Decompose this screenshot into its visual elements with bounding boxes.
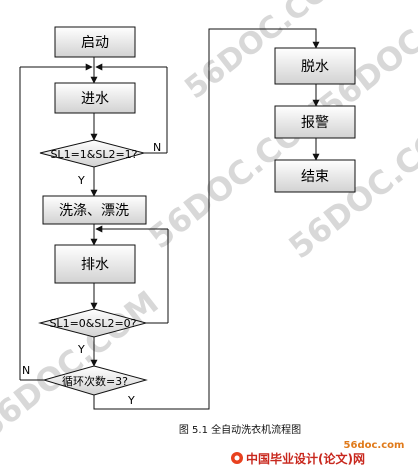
edge-label-empty-yes: Y <box>77 343 85 356</box>
edge-label-cycle-yes: Y <box>127 394 135 407</box>
node-fill-label: 进水 <box>81 91 109 107</box>
connectors <box>19 28 320 410</box>
decision-check-empty: SL1=0&SL2=0? <box>38 308 148 338</box>
edge-label-cycle-no: N <box>22 364 30 377</box>
edge-label-full-no: N <box>153 141 161 154</box>
decision-cycle: 循环次数=3? <box>42 365 148 396</box>
node-end: 结束 <box>274 159 356 193</box>
edge-labels: N Y Y N Y <box>22 141 161 407</box>
node-start: 启动 <box>54 26 136 58</box>
node-wash: 洗涤、漂洗 <box>42 195 147 225</box>
node-fill: 进水 <box>54 82 136 114</box>
footer-site-name: 中国毕业设计(论文)网 <box>246 451 365 466</box>
footer-url: 56doc.com <box>344 440 405 451</box>
decision-cycle-label: 循环次数=3? <box>62 374 128 388</box>
node-drain: 排水 <box>54 244 136 284</box>
node-start-label: 启动 <box>81 35 109 51</box>
edge-label-full-yes: Y <box>77 174 85 187</box>
node-alarm-label: 报警 <box>301 115 329 131</box>
node-alarm: 报警 <box>274 105 356 139</box>
figure-caption: 图 5.1 全自动洗衣机流程图 <box>179 423 301 436</box>
node-spin: 脱水 <box>274 47 356 85</box>
node-spin-label: 脱水 <box>301 59 329 75</box>
decision-check-empty-label: SL1=0&SL2=0? <box>49 317 136 330</box>
node-end-label: 结束 <box>301 169 329 185</box>
node-wash-label: 洗涤、漂洗 <box>59 203 129 219</box>
decision-check-full-label: SL1=1&SL2=1? <box>50 148 137 161</box>
decision-check-full: SL1=1&SL2=1? <box>39 139 146 168</box>
node-drain-label: 排水 <box>81 257 109 273</box>
footer-brand: 56doc.com 中国毕业设计(论文)网 <box>231 440 404 466</box>
